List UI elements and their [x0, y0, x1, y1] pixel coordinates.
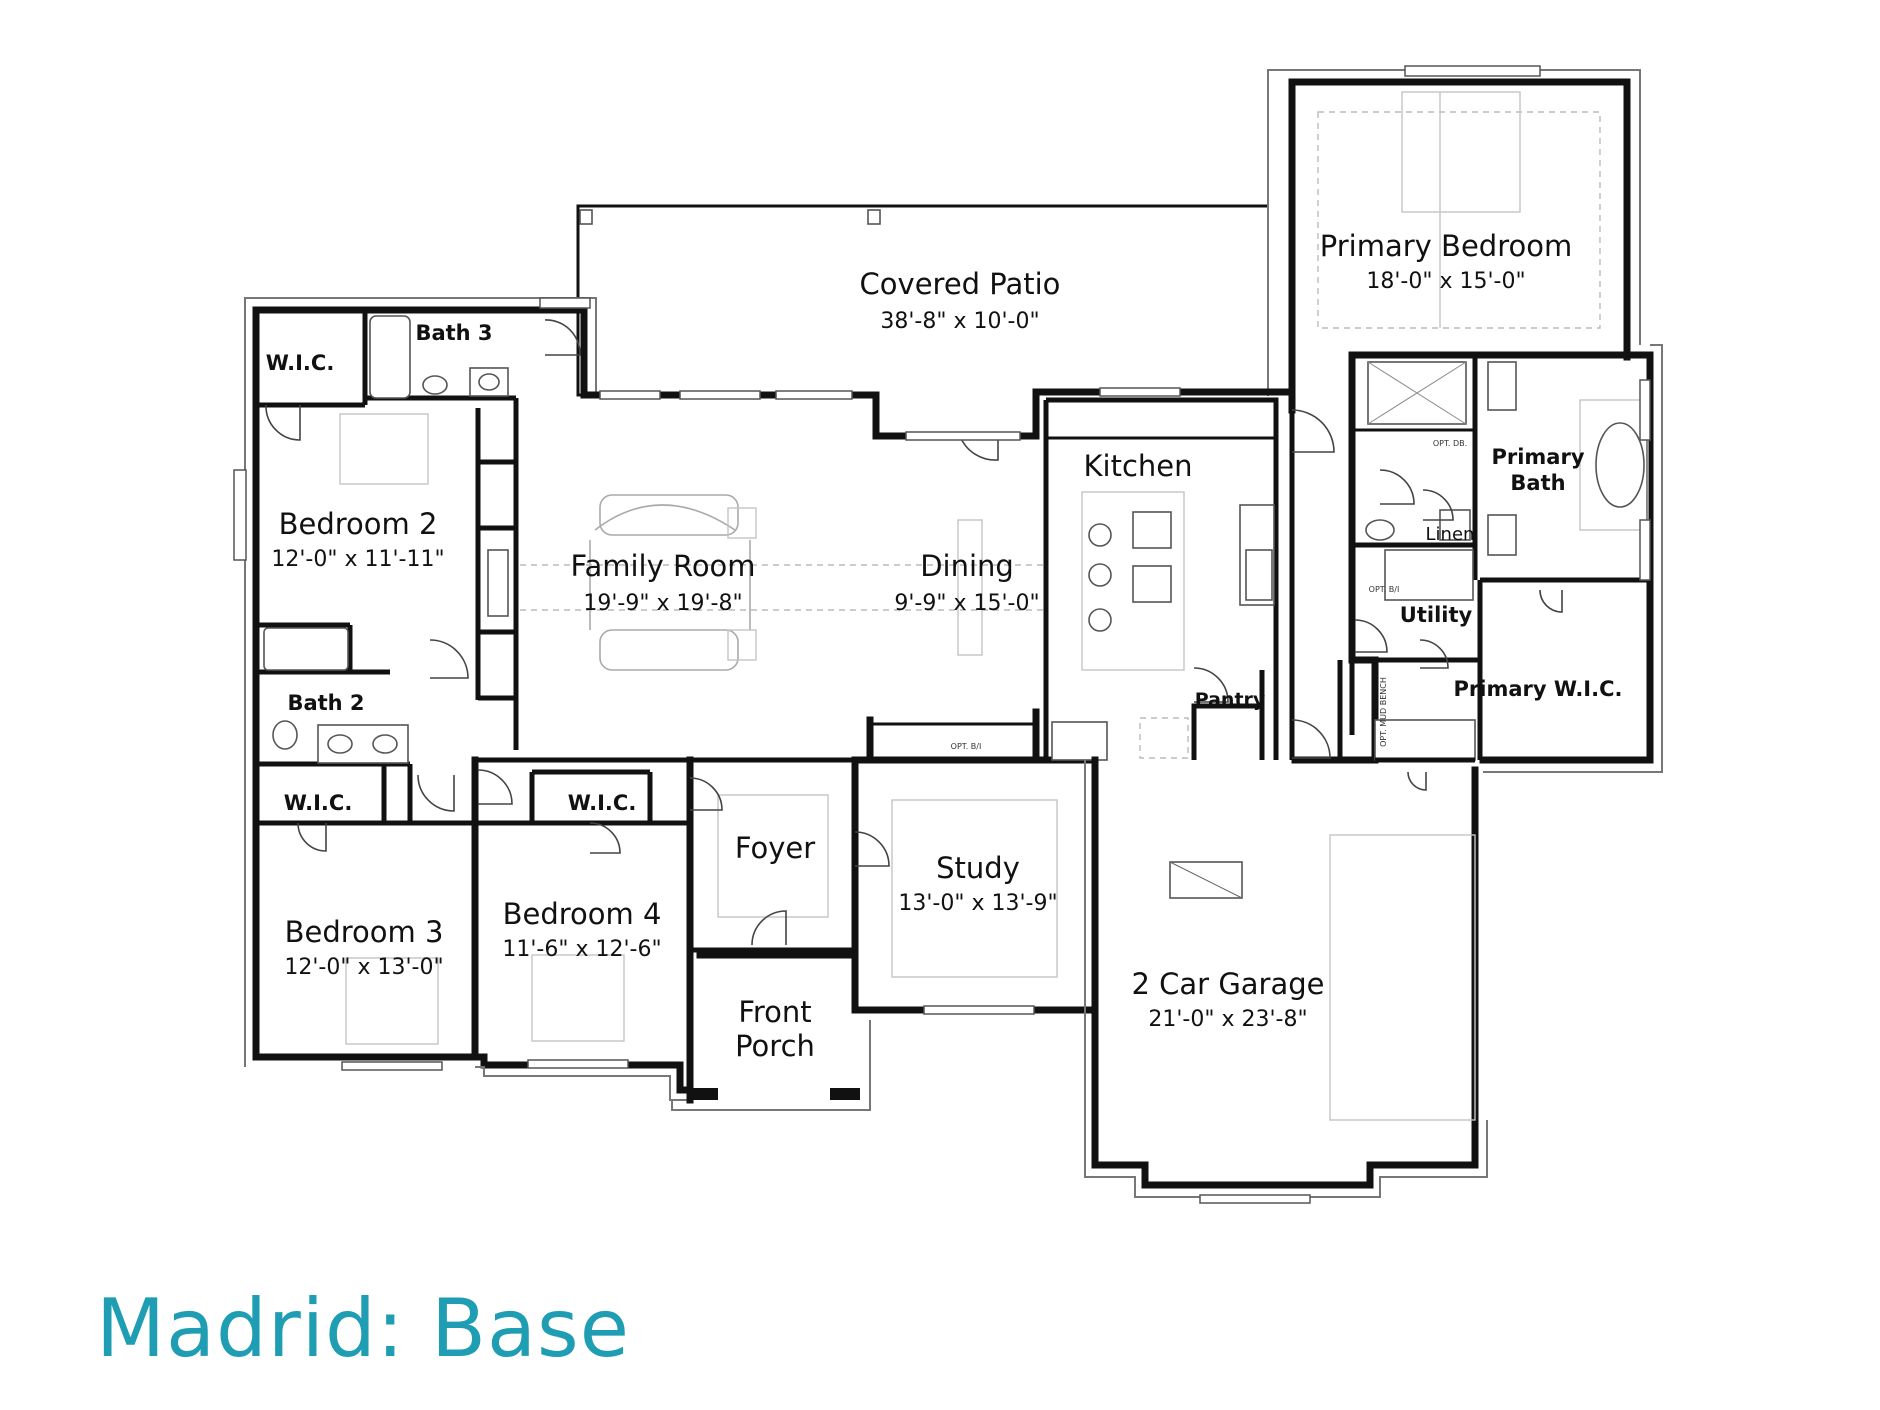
garage-name: 2 Car Garage	[1131, 967, 1324, 1001]
family-room-name: Family Room	[570, 549, 755, 583]
dining-name: Dining	[920, 549, 1014, 583]
windows	[233, 65, 1651, 1204]
kitchen-name: Kitchen	[1084, 449, 1193, 483]
bedroom2-dims: 12'-0" x 11'-11"	[271, 547, 444, 572]
wic-bed3-name: W.I.C.	[284, 791, 353, 815]
opt-bi-utility-note: OPT. B/I	[1369, 585, 1400, 594]
dining-dims: 9'-9" x 15'-0"	[894, 591, 1039, 616]
bedroom2-name: Bedroom 2	[279, 507, 438, 541]
opt-db-note: OPT. DB.	[1433, 439, 1467, 448]
plan-title: Madrid: Base	[96, 1282, 630, 1375]
covered-patio-dims: 38'-8" x 10'-0"	[880, 309, 1039, 334]
opt-mud-bench-note: OPT. MUD BENCH	[1379, 677, 1388, 747]
front-porch-name2: Porch	[735, 1029, 815, 1063]
wic-top-left-name: W.I.C.	[266, 351, 335, 375]
pantry-name: Pantry	[1195, 689, 1266, 711]
opt-bi-dining-note: OPT. B/I	[951, 742, 982, 751]
left-fixtures	[263, 315, 625, 1045]
linen-name: Linen	[1426, 524, 1475, 545]
front-porch-name: Front	[738, 995, 811, 1029]
bedroom4-dims: 11'-6" x 12'-6"	[502, 937, 661, 962]
hall-walls	[1289, 355, 1650, 763]
bedroom4-name: Bedroom 4	[503, 897, 662, 931]
family-room-dims: 19'-9" x 19'-8"	[583, 591, 742, 616]
primary-wic-name: Primary W.I.C.	[1454, 677, 1623, 701]
living-furniture	[520, 494, 1046, 671]
primary-bedroom-name: Primary Bedroom	[1320, 229, 1572, 263]
primary-bedroom-walls	[1267, 69, 1641, 400]
floor-plan: Covered Patio 38'-8" x 10'-0" Primary Be…	[233, 65, 1663, 1204]
covered-patio-name: Covered Patio	[860, 267, 1061, 301]
doors	[265, 319, 1563, 946]
interior-walls-left	[256, 310, 694, 1101]
interior-walls-center	[671, 708, 1099, 1111]
primary-bath-name2: Bath	[1510, 471, 1565, 495]
study-dims: 13'-0" x 13'-9"	[898, 891, 1057, 916]
foyer-name: Foyer	[735, 831, 815, 865]
room-labels: Covered Patio 38'-8" x 10'-0" Primary Be…	[266, 229, 1623, 1063]
primary-bath-name: Primary	[1491, 445, 1584, 469]
kitchen-walls	[1043, 397, 1279, 763]
primary-bedroom-dims: 18'-0" x 15'-0"	[1366, 269, 1525, 294]
bath2-name: Bath 2	[287, 691, 364, 715]
garage-dims: 21'-0" x 23'-8"	[1148, 1007, 1307, 1032]
bedroom3-dims: 12'-0" x 13'-0"	[284, 955, 443, 980]
utility-name: Utility	[1400, 603, 1473, 627]
bath3-name: Bath 3	[415, 321, 492, 345]
wic-bed4-name: W.I.C.	[568, 791, 637, 815]
study-name: Study	[936, 851, 1020, 885]
bedroom3-name: Bedroom 3	[285, 915, 444, 949]
